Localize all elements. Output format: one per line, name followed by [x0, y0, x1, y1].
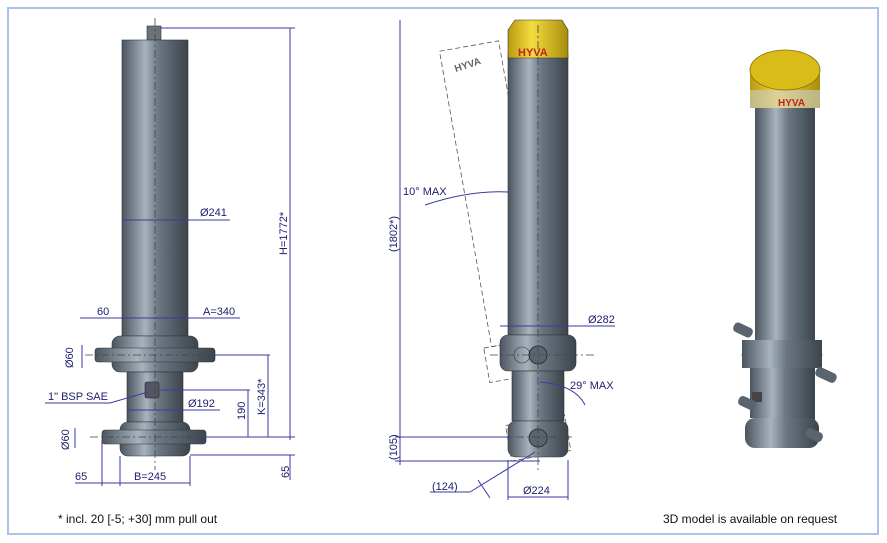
collar-diameter-label: Ø282: [588, 314, 615, 326]
port-label: 1" BSP SAE: [48, 391, 108, 403]
svg-text:HYVA: HYVA: [453, 56, 482, 75]
swing-label: 29° MAX: [570, 380, 614, 392]
b-dimension-label: B=245: [134, 471, 166, 483]
port-icon: [144, 381, 160, 399]
bottom-height-label: 65: [280, 466, 292, 478]
tube-diameter-label: Ø241: [200, 207, 227, 219]
cap-logo-3d: HYVA: [778, 98, 805, 109]
left-cylinder-view: Ø241 A=340 60 Ø60 1" BSP SAE Ø192 190 K=…: [45, 18, 295, 486]
dim-190-label: 190: [236, 402, 248, 420]
cap-logo: HYVA: [518, 47, 548, 59]
right-3d-view: HYVA: [733, 49, 837, 448]
middle-height-label: (1802*): [388, 216, 400, 252]
head-diameter-label: Ø224: [523, 485, 550, 497]
footnote: * incl. 20 [-5; +30] mm pull out: [58, 512, 218, 526]
drawing-frame: [7, 7, 879, 535]
lower-diameter-label: Ø192: [188, 398, 215, 410]
bottom-offset-label: 65: [75, 471, 87, 483]
middle-cylinder-view: HYVA HYVA 10° MAX (1802*) Ø282 29° MAX (…: [388, 19, 615, 500]
height-label: H=1772*: [278, 211, 290, 255]
upper-trunnion-diameter-label: Ø60: [64, 347, 76, 368]
tilt-label: 10° MAX: [403, 186, 447, 198]
dim-105-label: (105): [388, 434, 400, 460]
lower-trunnion-diameter-label: Ø60: [60, 429, 72, 450]
k-dimension-label: K=343*: [256, 378, 268, 415]
dim-124-label: (124): [432, 481, 458, 493]
trunnion-offset-label: 60: [97, 306, 109, 318]
model-availability-note: 3D model is available on request: [663, 512, 838, 526]
a-dimension-label: A=340: [203, 306, 235, 318]
